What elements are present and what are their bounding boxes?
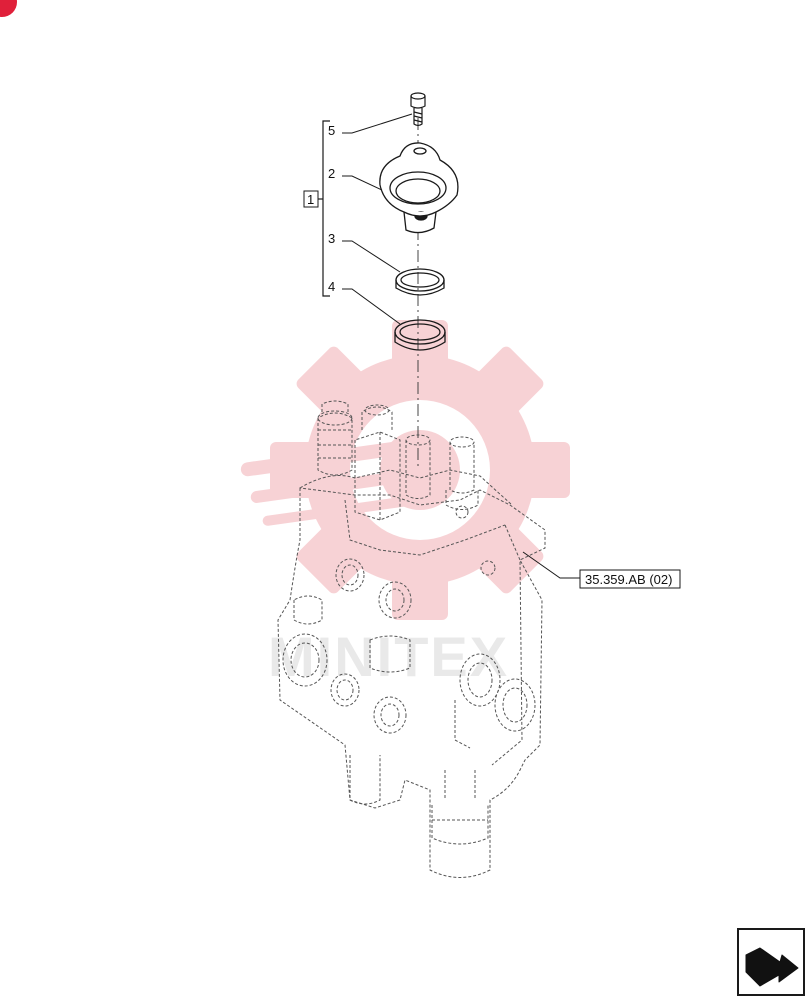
part-seal-ring-upper xyxy=(395,268,445,296)
part-bolt xyxy=(410,92,426,127)
reference-label[interactable]: 35.359.AB (02) xyxy=(585,572,672,587)
callout-4: 4 xyxy=(328,279,335,294)
callout-3: 3 xyxy=(328,231,335,246)
watermark-text: MINITEX xyxy=(268,625,509,688)
callout-2: 2 xyxy=(328,166,335,181)
reference-box xyxy=(579,569,681,589)
part-flange-cover xyxy=(379,142,459,234)
callout-5: 5 xyxy=(328,123,335,138)
gear-watermark-icon xyxy=(240,320,570,620)
group-label: 1 xyxy=(307,192,314,207)
valve-body-phantom xyxy=(277,400,546,878)
part-o-ring-lower xyxy=(394,319,446,351)
group-label-box xyxy=(303,190,319,208)
reference-leader xyxy=(522,551,580,579)
next-page-arrow-icon[interactable] xyxy=(737,928,805,996)
group-bracket xyxy=(318,120,330,297)
corner-badge-icon xyxy=(0,0,17,17)
callout-leaders xyxy=(342,113,413,325)
